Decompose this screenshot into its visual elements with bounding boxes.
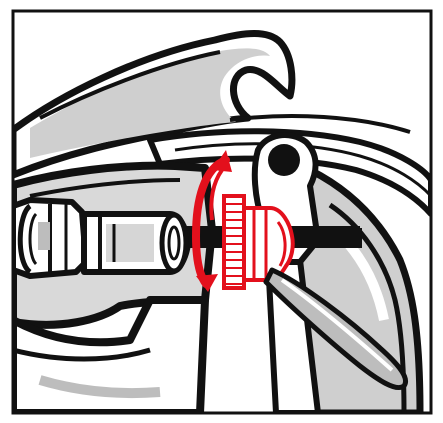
cable-nut	[13, 197, 89, 279]
pivot-bolt	[268, 144, 300, 176]
quick-release-lever	[263, 267, 408, 390]
cable-ferrule	[81, 211, 191, 275]
brake-arm-upper-shade	[30, 48, 270, 159]
rotation-arrow-icon	[191, 150, 232, 292]
barrel-adjuster	[222, 194, 295, 290]
